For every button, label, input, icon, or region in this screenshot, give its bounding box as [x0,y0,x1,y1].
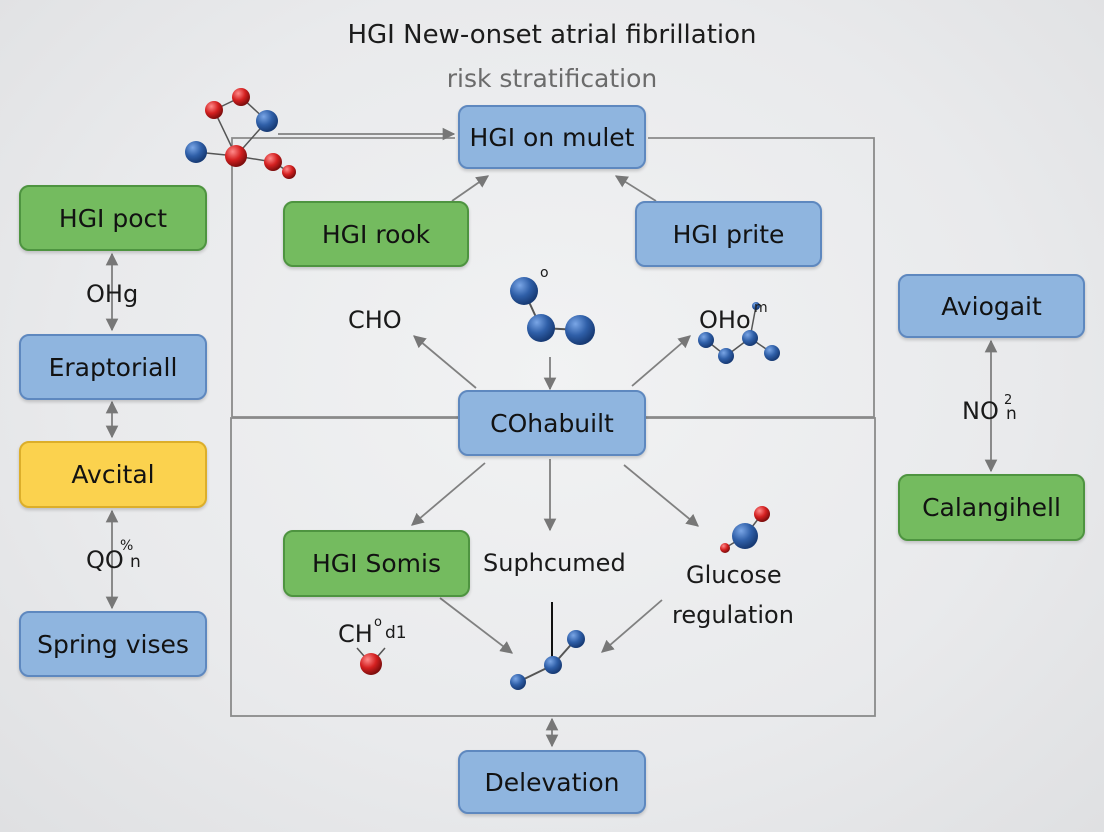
molecule-ch-icon [356,647,386,675]
label-regulation: regulation [672,601,794,629]
molecule-glucose-icon [720,506,770,553]
molecule-center-icon [510,277,595,345]
node-eraptoriall[interactable]: Eraptoriall [19,334,207,400]
label-ch-sub: d1 [385,623,407,643]
label-mol-o: o [540,265,549,281]
molecule-oho-icon [698,302,780,364]
node-delevation[interactable]: Delevation [458,750,646,814]
label-ohg: OHg [86,280,139,308]
arrow-somis-to-mol [439,597,514,654]
label-qo: QO [86,546,124,574]
label-qo-sub: n [130,552,141,572]
label-no-sup: 2 [1004,393,1013,408]
label-no: NO [962,397,999,425]
label-cho: CHO [348,306,402,334]
node-hgi-on-mulet[interactable]: HGI on mulet [458,105,646,169]
node-hgi-rook[interactable]: HGI rook [283,201,469,267]
label-ch-sup: o [374,615,382,630]
diagram-title: HGI New-onset atrial fibrillation [347,20,757,50]
top-frame [231,137,875,418]
arrow-prite-to-mulet [614,175,657,202]
node-hgi-prite[interactable]: HGI prite [635,201,822,267]
arrow-cohabuilt-to-somis [411,462,486,526]
node-calangihell[interactable]: Calangihell [898,474,1085,541]
arrow-cohabuilt-to-oho [631,335,691,387]
node-spring-vises[interactable]: Spring vises [19,611,207,677]
arrow-cohabuilt-to-glucose [623,464,699,527]
diagram-subtitle: risk stratification [446,64,658,93]
label-qo-sup: % [120,538,134,554]
molecule-bottom-icon [510,630,585,690]
node-avcital[interactable]: Avcital [19,441,207,508]
label-no-sub: n [1006,404,1017,424]
node-hgi-somis[interactable]: HGI Somis [283,530,470,597]
molecule-top-left-icon [185,88,296,179]
label-glucose: Glucose [686,561,782,589]
arrow-glucose-to-mol [601,599,663,653]
node-hgi-poct[interactable]: HGI poct [19,185,207,251]
node-aviogait[interactable]: Aviogait [898,274,1085,338]
node-cohabuilt[interactable]: COhabuilt [458,390,646,456]
label-oho: OHo [699,306,751,334]
label-oho-sup: m [754,300,768,316]
label-suphcumed: Suphcumed [483,549,626,577]
label-ch: CH [338,620,373,648]
arrow-cohabuilt-to-cho [413,335,477,389]
arrow-rook-to-mulet [451,175,490,202]
